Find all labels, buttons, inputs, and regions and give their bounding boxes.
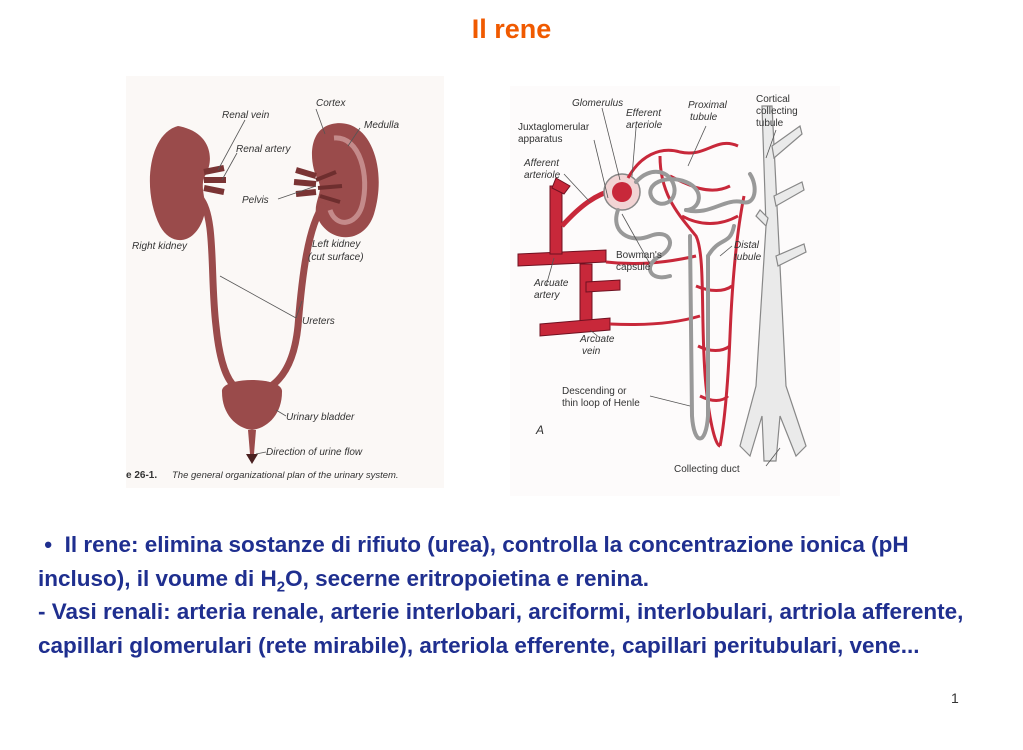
nephron-figure: Glomerulus Efferent arteriole Proximal t… — [510, 86, 840, 496]
caption-text: The general organizational plan of the u… — [172, 470, 399, 481]
nephron-illustration: Glomerulus Efferent arteriole Proximal t… — [510, 86, 840, 496]
label-ureters: Ureters — [302, 316, 335, 327]
label-juxta-1: Juxtaglomerular — [518, 122, 590, 133]
left-ureter — [266, 201, 327, 392]
paragraph-1: • Il rene: elimina sostanze di rifiuto (… — [38, 528, 998, 595]
urethra — [248, 430, 256, 454]
paragraph-1-part-a: Il rene: elimina sostanze di rifiuto (ur… — [38, 532, 909, 591]
paragraph-1-part-b: O, secerne eritropoietina e renina. — [285, 565, 650, 591]
urine-flow-arrow — [246, 454, 258, 464]
label-left-kidney: Left kidney — [312, 239, 361, 250]
label-descending-2: thin loop of Henle — [562, 398, 640, 409]
bullet: • — [44, 532, 53, 557]
label-glomerulus: Glomerulus — [572, 98, 623, 109]
paragraph-2: - Vasi renali: arteria renale, arterie i… — [38, 599, 964, 658]
label-pelvis: Pelvis — [242, 195, 269, 206]
collecting-duct — [739, 105, 807, 462]
label-efferent-2: arteriole — [626, 120, 663, 131]
left-kidney-medulla — [327, 135, 368, 225]
arcuate-vessels — [517, 177, 621, 337]
subscript-2: 2 — [276, 578, 286, 595]
label-collecting-duct: Collecting duct — [674, 464, 740, 475]
label-cortical-1: Cortical — [756, 94, 790, 105]
label-panel-a: A — [535, 423, 544, 437]
label-proximal-1: Proximal — [688, 100, 728, 111]
label-direction-of-flow: Direction of urine flow — [266, 447, 363, 458]
label-right-kidney: Right kidney — [132, 241, 188, 252]
label-renal-artery: Renal artery — [236, 144, 291, 155]
left-kidney-pelvis — [315, 170, 343, 204]
label-cortex: Cortex — [316, 98, 346, 109]
label-juxta-2: apparatus — [518, 134, 562, 145]
label-bowman-2: capsule — [616, 262, 651, 273]
label-arcuate-vein-1: Arcuate — [579, 334, 615, 345]
label-descending-1: Descending or — [562, 386, 627, 397]
urinary-bladder — [221, 380, 283, 430]
label-proximal-2: tubule — [690, 112, 718, 123]
page-title: Il rene — [471, 14, 552, 44]
label-arcuate-artery-1: Arcuate — [533, 278, 569, 289]
label-arcuate-artery-2: artery — [534, 290, 561, 301]
label-distal-2: tubule — [734, 252, 762, 263]
label-cortical-2: collecting — [756, 106, 798, 117]
label-distal-1: Distal — [734, 240, 760, 251]
right-kidney — [149, 126, 210, 241]
label-urinary-bladder: Urinary bladder — [286, 412, 355, 423]
urinary-system-figure: Renal vein Cortex Medulla Renal artery P… — [120, 76, 450, 496]
page-number: 1 — [951, 690, 959, 706]
label-medulla: Medulla — [364, 120, 399, 131]
body-text: • Il rene: elimina sostanze di rifiuto (… — [38, 528, 998, 662]
caption-number: e 26-1. — [126, 470, 157, 481]
renal-tubules — [614, 170, 757, 441]
renal-vessels-left — [293, 167, 317, 197]
label-renal-vein: Renal vein — [222, 110, 270, 121]
peritubular-capillaries — [605, 141, 746, 448]
label-bowman-1: Bowman's — [616, 250, 662, 261]
label-arcuate-vein-2: vein — [582, 346, 601, 357]
leader-lines — [217, 108, 361, 455]
label-afferent-2: arteriole — [524, 170, 561, 181]
right-ureter — [197, 195, 239, 391]
label-cortical-3: tubule — [756, 118, 784, 129]
label-efferent-1: Efferent — [626, 108, 662, 119]
urinary-system-illustration: Renal vein Cortex Medulla Renal artery P… — [126, 76, 444, 488]
glomerulus — [612, 182, 632, 202]
label-afferent-1: Afferent — [523, 158, 560, 169]
leader-lines — [545, 107, 781, 467]
label-cut-surface: (cut surface) — [308, 252, 364, 263]
